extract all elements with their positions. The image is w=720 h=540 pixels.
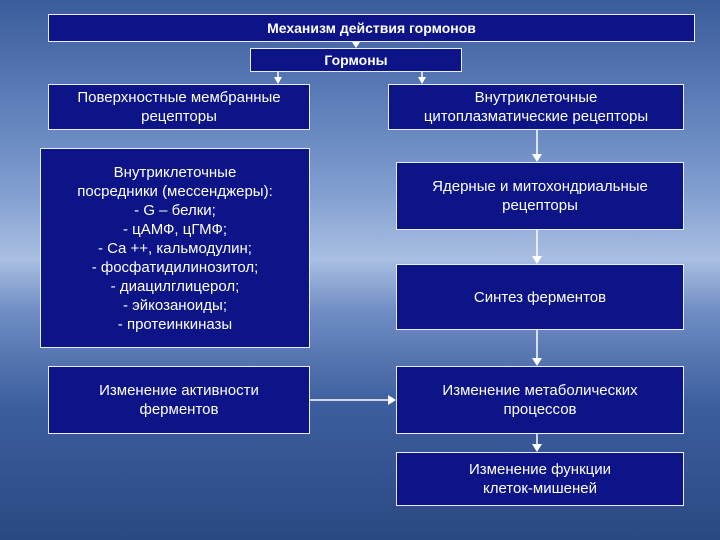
arrowhead-hormones-to-intracellular [418,77,426,84]
intracellular-receptors-box: Внутриклеточные цитоплазматические рецеп… [388,84,684,130]
arrowhead-title-to-hormones [352,42,360,48]
metabolic-change-text: Изменение метаболических процессов [442,382,638,418]
target-cell-change-text: Изменение функции клеток-мишеней [469,461,611,497]
intracellular-receptors-text: Внутриклеточные цитоплазматические рецеп… [423,89,649,125]
surface-receptors-box: Поверхностные мембранные рецепторы [48,84,310,130]
nuclear-receptors-text: Ядерные и митохондриальные рецепторы [432,178,648,214]
arrowhead-synthesis-to-metabolic [532,358,542,366]
messengers-text: Внутриклеточные посредники (мессенджеры)… [77,163,273,333]
arrowhead-hormones-to-surface [274,77,282,84]
enzyme-synthesis-text: Синтез ферментов [473,288,607,306]
nuclear-receptors-box: Ядерные и митохондриальные рецепторы [396,162,684,230]
surface-receptors-text: Поверхностные мембранные рецепторы [77,89,281,125]
hormones-text: Гормоны [324,51,388,68]
diagram-title: Механизм действия гормонов [48,14,695,42]
target-cell-change-box: Изменение функции клеток-мишеней [396,452,684,506]
messengers-box: Внутриклеточные посредники (мессенджеры)… [40,148,310,348]
diagram-title-text: Механизм действия гормонов [267,19,476,36]
arrowhead-activity-to-metabolic [388,395,396,405]
arrowhead-metabolic-to-target [532,444,542,452]
enzyme-activity-box: Изменение активности ферментов [48,366,310,434]
enzyme-activity-text: Изменение активности ферментов [99,382,259,418]
metabolic-change-box: Изменение метаболических процессов [396,366,684,434]
arrowhead-nuclear-to-synthesis [532,256,542,264]
arrowhead-intracellular-to-nuclear [532,154,542,162]
hormones-box: Гормоны [250,48,462,72]
enzyme-synthesis-box: Синтез ферментов [396,264,684,330]
